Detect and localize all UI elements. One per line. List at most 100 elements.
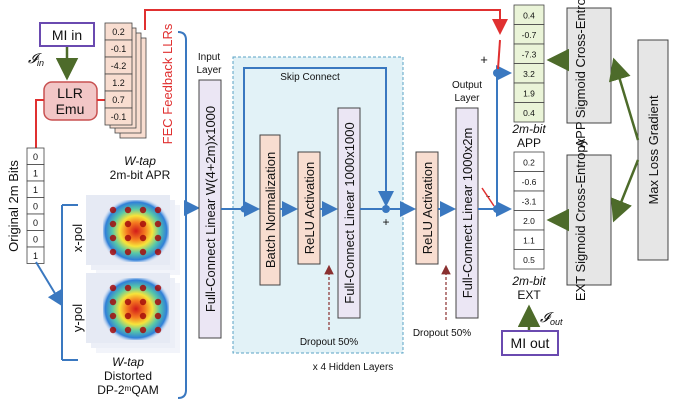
app-value: -0.7 [522, 30, 537, 40]
qam-xpol [86, 195, 180, 275]
input-bracket [177, 31, 195, 399]
app-value: -7.3 [522, 49, 537, 59]
output-layer-title1: Output [452, 80, 482, 91]
max-loss-label: Max Loss Gradient [646, 95, 661, 204]
ext-loss-line1: EXT Sigmoid Cross-Entropy [573, 138, 588, 301]
mi-out-box [501, 330, 559, 356]
qam-caption3: DP-2ᵐQAM [97, 383, 159, 397]
original-bits-label: Original 2m Bits [6, 160, 21, 252]
fec-feedback-label: FEC Feedback LLRs [160, 23, 175, 144]
llr-cell: -4.2 [104, 56, 133, 75]
llr-value: 1.2 [112, 78, 125, 88]
bit-cell: 1 [26, 180, 45, 198]
app-value: 0.4 [523, 10, 535, 20]
bit-cell: 1 [26, 246, 45, 264]
llr-emu-line2: Emu [56, 101, 85, 117]
bit-cell: 0 [26, 213, 45, 231]
qam-caption2: Distorted [104, 369, 152, 383]
ext-cell: 1.1 [513, 229, 545, 250]
bit-value: 0 [33, 234, 38, 244]
output-layer-title2: Layer [454, 93, 480, 104]
max-loss-box [637, 39, 669, 261]
app-loss-line1: APP Sigmoid Cross-Entropy [573, 0, 588, 148]
app-value: 3.2 [523, 69, 535, 79]
mi-in-label: MI in [52, 27, 82, 43]
llr-caption1: W-tap [124, 154, 156, 168]
app-cell: 0.4 [513, 102, 545, 123]
output-minus-sign: - [486, 188, 490, 203]
llr-value: -0.1 [111, 112, 127, 122]
app-value: 1.9 [523, 88, 535, 98]
skip-connect-label: Skip Connect [280, 72, 340, 83]
llr-cell: 0.2 [104, 22, 133, 41]
relu1-label: ReLU Activation [302, 162, 317, 255]
mi-in-sub: in [37, 58, 44, 68]
ext-cell: 2.0 [513, 210, 545, 231]
ext-table: 0.2 -0.6 -3.1 2.0 1.1 0.5 [513, 151, 545, 270]
dropout2-label: Dropout 50% [413, 328, 471, 339]
input-layer-title1: Input [198, 52, 220, 63]
llr-table: 0.2 -0.1 -4.2 1.2 0.7 -0.1 [104, 22, 133, 126]
ext-caption1: 2m-bit [511, 274, 546, 288]
qam-caption1: W-tap [112, 355, 144, 369]
mi-out-sub: out [550, 317, 563, 327]
llr-value: -0.1 [111, 44, 127, 54]
app-cell: 1.9 [513, 82, 545, 103]
bit-value: 0 [33, 218, 38, 228]
llr-cell: -0.1 [104, 107, 133, 126]
xpol-label: x-pol [70, 224, 85, 252]
llr-value: 0.2 [112, 27, 125, 37]
ext-value: -0.6 [522, 177, 537, 187]
llr-cell: 1.2 [104, 73, 133, 92]
bit-value: 1 [33, 185, 38, 195]
bit-value: 1 [33, 251, 38, 261]
ext-cell: 0.2 [513, 151, 545, 172]
bit-cell: 0 [26, 230, 45, 248]
app-value: 0.4 [523, 108, 535, 118]
app-caption1: 2m-bit [511, 122, 546, 136]
original-bits-column: 0 1 1 0 0 0 1 [26, 147, 45, 264]
bit-cell: 0 [26, 197, 45, 215]
hidden-plus-sign: + [382, 215, 389, 229]
mi-out-label: MI out [511, 335, 550, 351]
mi-in-box [39, 22, 95, 47]
fc-hidden-label: Full-Connect Linear 1000x1000 [342, 122, 357, 303]
ext-value: 0.2 [523, 157, 535, 167]
app-table: 0.4 -0.7 -7.3 3.2 1.9 0.4 [513, 4, 545, 123]
ext-cell: 0.5 [513, 249, 545, 270]
bit-value: 1 [33, 168, 38, 178]
relu2-label: ReLU Activation [420, 162, 435, 255]
ext-value: 0.5 [523, 255, 535, 265]
ext-value: 2.0 [523, 216, 535, 226]
ypol-label: y-pol [70, 304, 85, 332]
app-cell: 0.4 [513, 4, 545, 25]
llr-emu-line1: LLR [57, 85, 83, 101]
llr-caption2: 2m-bit APR [110, 168, 171, 182]
app-loss-box [566, 7, 612, 124]
bit-value: 0 [33, 201, 38, 211]
llr-value: 0.7 [112, 95, 125, 105]
ext-value: -3.1 [522, 196, 537, 206]
qam-ypol [86, 273, 180, 353]
llr-value: -4.2 [111, 61, 127, 71]
output-layer-label: Full-Connect Linear 1000x2m [460, 128, 475, 299]
bit-value: 0 [33, 152, 38, 162]
hidden-repeat-label: x 4 Hidden Layers [313, 362, 394, 373]
app-caption2: APP [517, 136, 541, 150]
output-plus-sign: + [480, 52, 488, 67]
ext-cell: -0.6 [513, 171, 545, 192]
bit-cell: 1 [26, 164, 45, 182]
input-layer-label: Full-Connect Linear W(4+2m)x1000 [203, 106, 218, 312]
batch-norm-label: Batch Normalization [263, 152, 278, 268]
llr-cell: 0.7 [104, 90, 133, 109]
app-cell: 3.2 [513, 63, 545, 84]
app-cell: -7.3 [513, 43, 545, 64]
output-layer-box [455, 107, 479, 319]
app-cell: -0.7 [513, 24, 545, 45]
dropout1-label: Dropout 50% [300, 337, 358, 348]
input-layer-title2: Layer [196, 65, 222, 76]
fc-hidden-box [337, 107, 361, 319]
ext-cell: -3.1 [513, 190, 545, 211]
